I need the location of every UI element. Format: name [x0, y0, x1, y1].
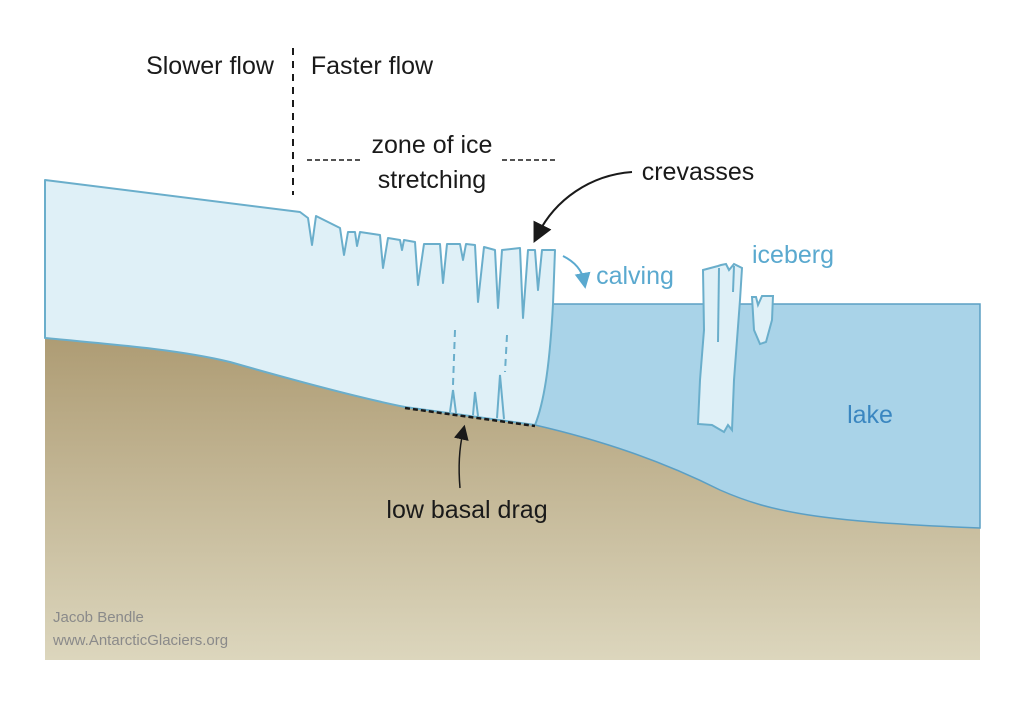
glacier-ice	[44, 179, 556, 426]
iceberg-crevasse	[732, 265, 735, 293]
calving-label: calving	[596, 262, 674, 290]
zone-label-line2: stretching	[378, 166, 486, 194]
bedrock-ground	[45, 338, 980, 660]
crevasses-arrow	[533, 171, 633, 243]
basal-drag-arrow	[454, 424, 469, 489]
lake-label: lake	[847, 401, 893, 429]
iceberg-large	[696, 262, 744, 434]
credit-author: Jacob Bendle	[53, 609, 144, 626]
iceberg-label: iceberg	[752, 241, 834, 269]
crevasses-label: crevasses	[642, 158, 755, 186]
basal-crevasse	[472, 391, 479, 417]
iceberg-small	[750, 295, 775, 346]
basal-crevasse	[496, 374, 505, 420]
calving-arrow	[562, 255, 591, 289]
lake-water	[534, 303, 981, 529]
low-basal-drag-label: low basal drag	[386, 496, 547, 524]
faster-flow-label: Faster flow	[311, 52, 434, 80]
crevasse-extension-dashed	[452, 329, 456, 386]
iceberg-crevasse	[717, 267, 720, 343]
basal-crevasse	[449, 389, 457, 414]
slower-flow-label: Slower flow	[146, 52, 275, 80]
zone-label-line1: zone of ice	[372, 131, 493, 159]
credit-website: www.AntarcticGlaciers.org	[52, 632, 228, 649]
crevasse-extension-dashed	[504, 334, 508, 373]
basal-drag-dashed	[404, 406, 536, 428]
